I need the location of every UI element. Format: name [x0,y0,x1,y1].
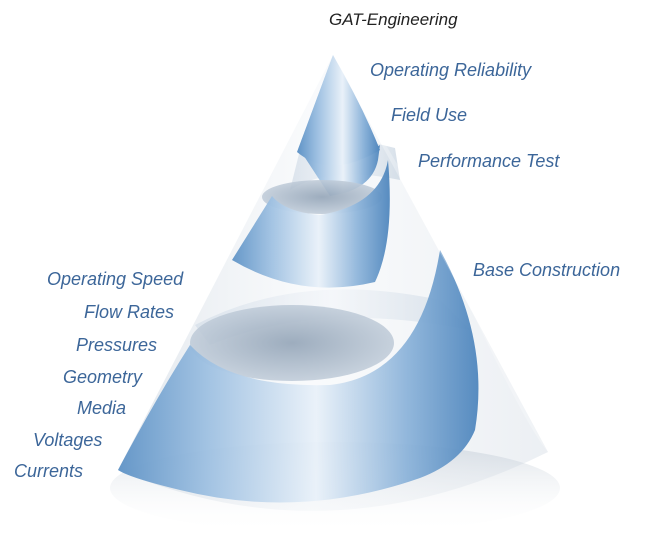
diagram-title: GAT-Engineering [329,10,458,29]
label-geometry: Geometry [63,367,143,387]
label-base-construction: Base Construction [473,260,621,280]
label-pressures: Pressures [76,335,158,355]
label-media: Media [77,398,127,418]
middle-hole [262,180,382,214]
label-operating-reliability: Operating Reliability [370,60,532,80]
label-field-use: Field Use [391,105,468,125]
lower-hole [190,305,394,381]
label-operating-speed: Operating Speed [47,269,184,289]
cone-edge-highlight [333,55,548,452]
spiral-bottom [118,250,479,503]
spiral-middle [232,160,390,288]
label-currents: Currents [14,461,84,481]
spiral-top-face [297,55,380,166]
label-flow-rates: Flow Rates [84,302,175,322]
label-performance-test: Performance Test [418,151,560,171]
label-voltages: Voltages [33,430,103,450]
